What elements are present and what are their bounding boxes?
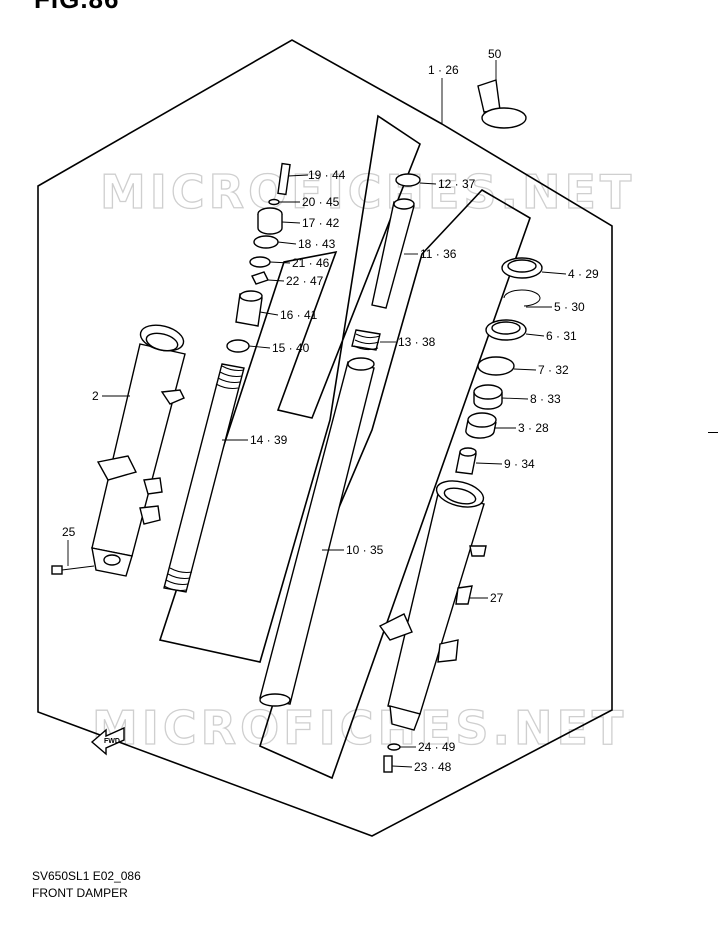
spring-14 [163,363,245,593]
callout-10-35: 10 · 35 [346,543,384,557]
leader-lines [67,60,567,768]
callout-22-47: 22 · 47 [286,274,324,288]
dust-seal-4 [501,257,543,279]
inner-tube-10 [259,357,375,707]
washer-15 [226,339,250,353]
seal-12 [395,173,421,187]
svg-text:FWD: FWD [104,738,120,745]
outer-tube-left [91,324,186,577]
callout-1-26: 1 · 26 [428,63,459,77]
model-code: SV650SL1 E02_086 [32,869,141,883]
callout-8-33: 8 · 33 [530,392,561,406]
outer-tube-right [378,480,487,731]
callout-4-29: 4 · 29 [568,267,599,281]
washer-21 [249,256,271,268]
callout-18-43: 18 · 43 [298,237,336,251]
adjuster-bolt-19 [277,162,291,196]
diagram-caption: SV650SL1 E02_086 FRONT DAMPER [32,868,141,902]
callout-9-34: 9 · 34 [504,457,535,471]
bolt-25 [51,565,95,575]
guide-bushing-3 [465,412,497,439]
assembly-frame [37,39,613,837]
page-edge-mark [708,432,718,433]
spring-13 [351,329,381,351]
fwd-arrow-icon: FWD [90,726,125,756]
callout-11-36: 11 · 36 [420,247,457,261]
callout-20-45: 20 · 45 [302,195,340,209]
callout-7-32: 7 · 32 [538,363,569,377]
callout-5-30: 5 · 30 [554,300,585,314]
callout-25: 25 [62,525,76,539]
figure-title: FIG.86 [34,0,119,15]
callout-19-44: 19 · 44 [308,168,346,182]
fork-boot-50 [477,79,527,129]
diagram-name: FRONT DAMPER [32,886,128,900]
cap-bolt-17 [257,207,283,235]
callout-3-28: 3 · 28 [518,421,549,435]
callout-21-46: 21 · 46 [292,256,330,270]
clip-22 [251,271,269,285]
watermark-bottom: MICROFICHES.NET [92,701,627,755]
spacer-16 [235,290,263,327]
callout-12-37: 12 · 37 [438,177,476,191]
o-ring-18 [253,235,279,249]
callout-13-38: 13 · 38 [398,335,436,349]
oil-lock-piece-9 [455,447,477,475]
callout-50: 50 [488,47,502,61]
gasket-24 [387,743,401,751]
oil-seal-retainer-7 [477,356,515,376]
callout-15-40: 15 · 40 [272,341,310,355]
callout-6-31: 6 · 31 [546,329,577,343]
callout-14-39: 14 · 39 [250,433,288,447]
callout-27: 27 [490,591,504,605]
callout-23-48: 23 · 48 [414,760,452,774]
inner-parts-frame-left [158,114,421,663]
damper-bolt-23 [383,755,393,773]
o-ring-20 [268,198,280,206]
callout-16-41: 16 · 41 [280,308,318,322]
oil-seal-6 [485,319,527,341]
damper-rod-11 [371,198,415,309]
callout-17-42: 17 · 42 [302,216,340,230]
stopper-ring-5 [503,289,541,307]
callout-2: 2 [92,389,99,403]
slide-bushing-8 [473,384,503,410]
callout-24-49: 24 · 49 [418,740,456,754]
